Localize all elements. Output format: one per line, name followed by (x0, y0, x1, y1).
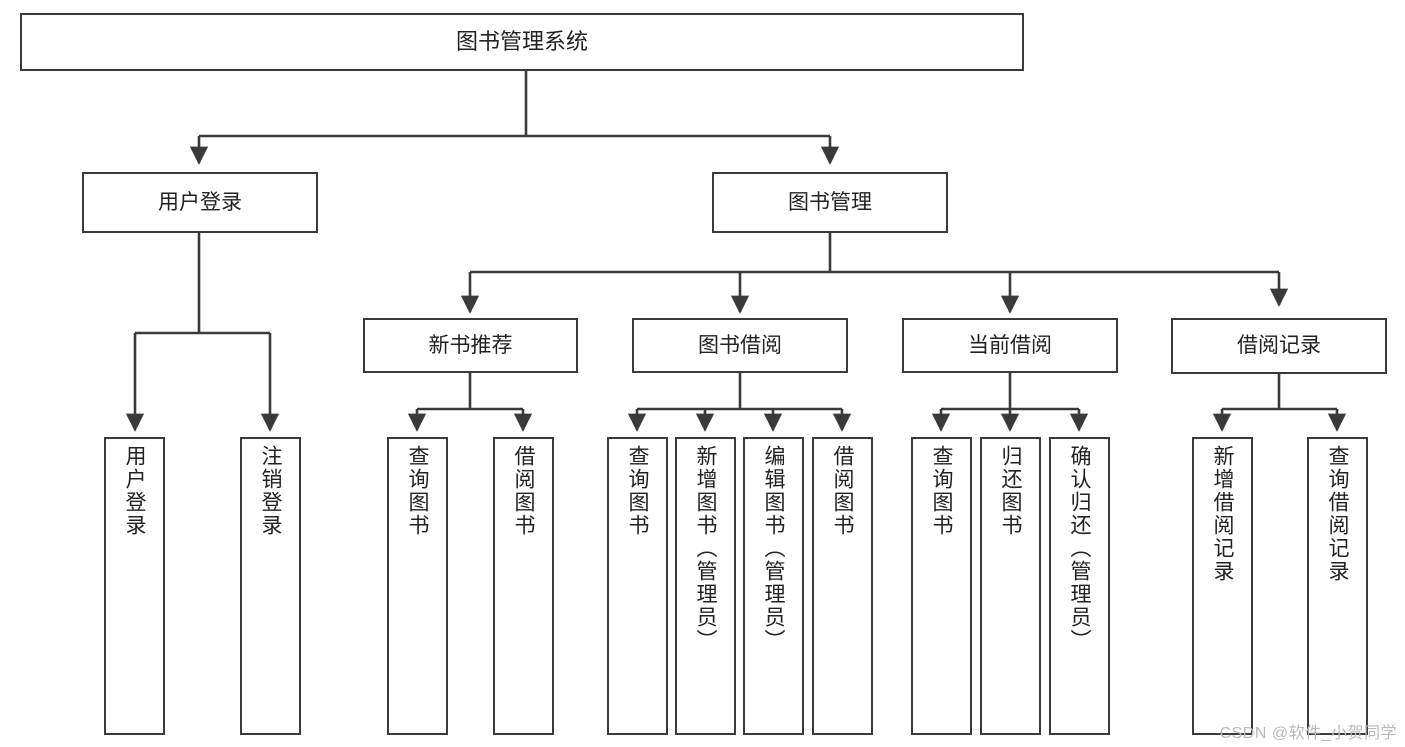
leaf-add-borrow-record[interactable]: 新增借阅记录 (1192, 437, 1253, 735)
node-label: 当前借阅 (968, 333, 1052, 357)
node-label: 查询图书 (406, 445, 429, 537)
node-label: 新增借阅记录 (1211, 445, 1234, 583)
leaf-edit-book-admin[interactable]: 编辑图书（管理员） (743, 437, 804, 735)
leaf-user-login[interactable]: 用户登录 (104, 437, 165, 735)
node-label: 图书借阅 (698, 333, 782, 357)
node-label: 新增图书（管理员） (694, 445, 717, 652)
node-root-book-management-system[interactable]: 图书管理系统 (20, 13, 1024, 71)
node-label: 借阅图书 (512, 445, 535, 537)
node-label: 图书管理 (788, 190, 872, 214)
leaf-logout[interactable]: 注销登录 (240, 437, 301, 735)
node-label: 查询图书 (626, 445, 649, 537)
leaf-confirm-return-admin[interactable]: 确认归还（管理员） (1049, 437, 1110, 735)
node-label: 新书推荐 (428, 333, 513, 357)
node-label: 查询图书 (930, 445, 953, 537)
leaf-query-borrow-record[interactable]: 查询借阅记录 (1307, 437, 1368, 735)
leaf-query-books-current[interactable]: 查询图书 (911, 437, 972, 735)
node-label: 图书管理系统 (455, 28, 588, 54)
node-label: 用户登录 (158, 190, 242, 214)
node-user-login[interactable]: 用户登录 (82, 172, 318, 233)
leaf-add-book-admin[interactable]: 新增图书（管理员） (675, 437, 736, 735)
node-label: 用户登录 (123, 445, 146, 537)
node-new-book-recommendation[interactable]: 新书推荐 (363, 318, 578, 373)
node-label: 借阅图书 (831, 445, 854, 537)
node-label: 确认归还（管理员） (1068, 445, 1091, 652)
node-current-borrowing[interactable]: 当前借阅 (902, 318, 1118, 373)
node-label: 编辑图书（管理员） (762, 445, 785, 652)
node-label: 借阅记录 (1237, 334, 1321, 358)
node-label: 归还图书 (999, 445, 1022, 537)
leaf-borrow-books[interactable]: 借阅图书 (812, 437, 873, 735)
node-label: 查询借阅记录 (1326, 445, 1349, 583)
csdn-watermark: CSDN @软件_小贺同学 (1219, 725, 1397, 742)
leaf-borrow-books-recommend[interactable]: 借阅图书 (493, 437, 554, 735)
node-book-management[interactable]: 图书管理 (712, 172, 948, 233)
node-borrow-record[interactable]: 借阅记录 (1171, 318, 1387, 374)
leaf-query-books-borrow[interactable]: 查询图书 (607, 437, 668, 735)
leaf-query-books-recommend[interactable]: 查询图书 (387, 437, 448, 735)
node-book-borrowing[interactable]: 图书借阅 (632, 318, 848, 373)
leaf-return-books[interactable]: 归还图书 (980, 437, 1041, 735)
node-label: 注销登录 (259, 445, 282, 537)
